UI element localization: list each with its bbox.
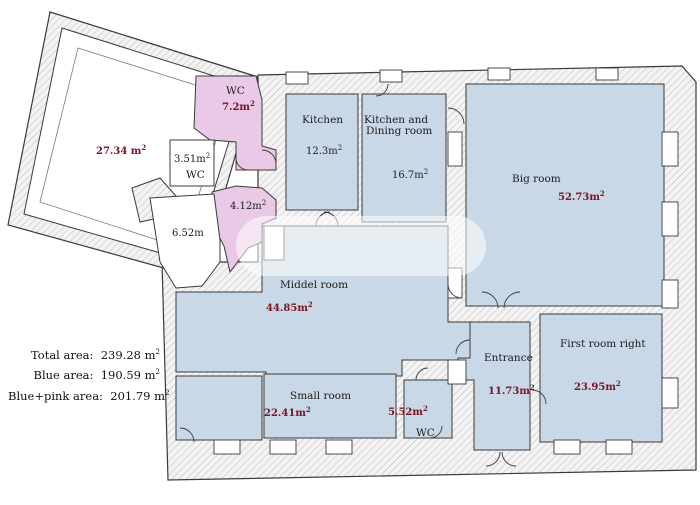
hall-left-room: [149, 193, 221, 289]
middle-room-area: 44.85m2: [266, 300, 313, 314]
wc-top-area: 7.2m2: [222, 99, 255, 113]
total-area: Total area: 239.28 m2: [31, 347, 160, 362]
kitchen-dining-label-2: Dining room: [366, 125, 432, 137]
wc-bottom-room: [403, 379, 453, 439]
entrance-area: 11.73m2: [488, 383, 535, 397]
entrance-room: [457, 321, 531, 451]
balcony-area: 27.34 m2: [96, 143, 146, 157]
wc-small-area: 3.51m2: [174, 152, 210, 165]
watermark-text: home: [294, 227, 400, 267]
kitchen-label: Kitchen: [302, 114, 343, 126]
first-room-right-label: First room right: [560, 338, 646, 350]
small-room-area: 22.41m2: [264, 405, 311, 419]
first-room-right-area: 23.95m2: [574, 379, 621, 393]
kitchen-room: [285, 93, 359, 211]
big-room-area: 52.73m2: [558, 189, 605, 203]
small-room: [263, 373, 397, 439]
entrance-label: Entrance: [484, 352, 533, 364]
corridor-area: 4.12m2: [230, 199, 266, 212]
windows: [213, 67, 679, 455]
blue-pink-area: Blue+pink area: 201.79 m2: [8, 388, 170, 403]
first-room-right: [539, 313, 663, 443]
wc-small-label: WC: [186, 169, 205, 181]
kitchen-dining-room: [361, 93, 447, 223]
wc-top-room: [193, 75, 277, 171]
small-room-label: Small room: [290, 390, 351, 402]
kitchen-dining-area: 16.7m2: [392, 168, 428, 181]
wc-bottom-area: 5.52m2: [388, 404, 428, 418]
wc-bottom-label: WC: [416, 427, 435, 439]
area-summary: Total area: 239.28 m2 Blue area: 190.59 …: [8, 344, 170, 405]
blue-area: Blue area: 190.59 m2: [33, 368, 160, 383]
watermark: home: [236, 216, 486, 276]
kitchen-dining-label-1: Kitchen and: [364, 114, 428, 126]
hall-left-area: 6.52m: [172, 228, 204, 239]
bottom-left-room: [175, 375, 263, 441]
middle-room-label: Middel room: [280, 279, 348, 291]
big-room-label: Big room: [512, 173, 561, 185]
wc-small-room: [169, 139, 215, 187]
wc-top-label: WC: [226, 85, 245, 97]
kitchen-area: 12.3m2: [306, 144, 342, 157]
big-room: [465, 83, 665, 307]
